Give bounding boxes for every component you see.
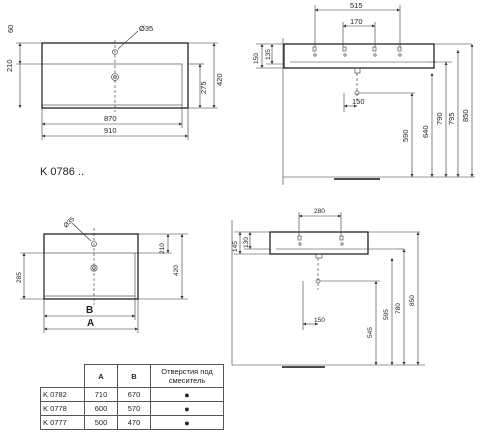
dim-640: 640 (421, 125, 430, 138)
row-model: K 0782 (40, 387, 85, 402)
row-a: 710 (84, 387, 118, 402)
dim-150h: 150 (352, 97, 365, 106)
dim-145: 145 (232, 241, 239, 252)
header-mixer-holes: Отверстия под смеситель (150, 364, 224, 388)
dim-590: 590 (401, 129, 410, 142)
row-holes: ● (150, 415, 224, 430)
dim-210: 210 (159, 243, 166, 254)
header-a: A (84, 364, 118, 388)
bottom-hole-diameter: Ø35 (62, 216, 76, 230)
row-a: 500 (84, 415, 118, 430)
header-b: B (117, 364, 151, 388)
tap-hole (91, 241, 97, 247)
dim-870: 870 (104, 114, 117, 123)
basin-side-profile (269, 231, 369, 255)
model-spec-table: A B Отверстия под смеситель K 0782 710 6… (40, 364, 224, 430)
dim-210: 210 (5, 59, 14, 72)
dim-285: 285 (16, 272, 23, 283)
top-side-view: 515 170 150 135 150 590 640 790 795 850 (253, 1, 475, 185)
dim-135: 135 (265, 49, 272, 60)
row-model: K 0778 (40, 401, 85, 416)
dim-150: 150 (314, 317, 325, 324)
dim-420: 420 (215, 73, 224, 86)
row-b: 670 (117, 387, 151, 402)
basin-side-profile (283, 43, 435, 69)
bottom-side-view: 280 145 130 150 545 595 780 850 (231, 208, 425, 368)
row-holes: ● (150, 387, 224, 402)
dim-850: 850 (409, 295, 416, 306)
dim-B: B (86, 305, 93, 316)
table-row: K 0778 600 570 ● (40, 401, 224, 416)
row-a: 600 (84, 401, 118, 416)
dim-515: 515 (350, 1, 363, 10)
top-hole-diameter: Ø35 (139, 24, 153, 33)
table-row: K 0777 500 470 ● (40, 415, 224, 430)
bottom-plan-view: Ø35 285 210 420 B A (16, 216, 188, 333)
dim-130: 130 (243, 237, 250, 248)
dim-280: 280 (314, 208, 325, 215)
table-header-row: A B Отверстия под смеситель (41, 364, 224, 388)
table-row: K 0782 710 670 ● (40, 387, 224, 402)
tap-hole (112, 49, 118, 55)
dim-780: 780 (395, 303, 402, 314)
dim-790: 790 (435, 112, 444, 125)
dim-275: 275 (199, 81, 208, 94)
row-model: K 0777 (40, 415, 85, 430)
dim-595: 595 (383, 309, 390, 320)
row-b: 570 (117, 401, 151, 416)
dim-910: 910 (104, 126, 117, 135)
model-title: K 0786 .. (40, 166, 84, 178)
basin-bowl (43, 252, 136, 297)
top-plan-view: Ø35 60 210 275 420 870 910 (5, 24, 224, 140)
dim-60: 60 (6, 25, 15, 33)
dim-545: 545 (367, 327, 374, 338)
dim-795: 795 (447, 112, 456, 125)
dim-170: 170 (350, 17, 363, 26)
row-holes: ● (150, 401, 224, 416)
dim-850: 850 (461, 109, 470, 122)
dim-150v: 150 (253, 53, 260, 64)
header-model (41, 365, 85, 388)
dim-A: A (87, 318, 94, 329)
row-b: 470 (117, 415, 151, 430)
dim-420: 420 (173, 265, 180, 276)
basin-bowl (41, 63, 183, 106)
